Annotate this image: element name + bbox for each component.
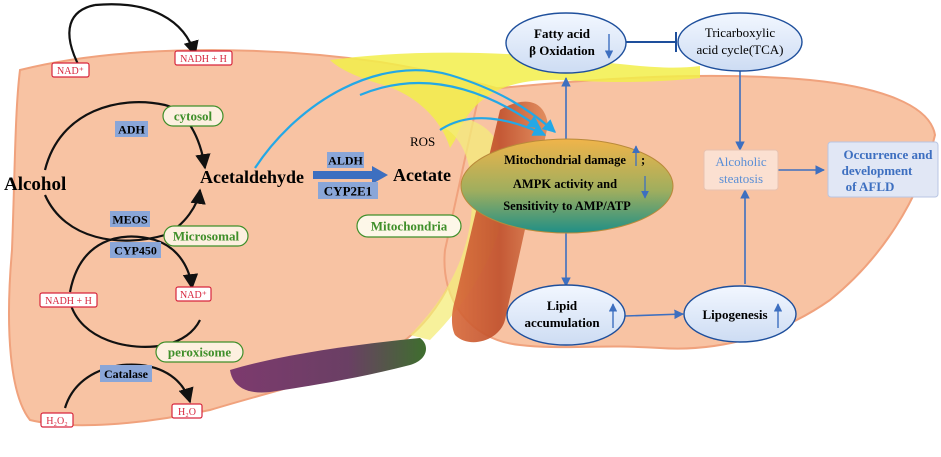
outcome-node: Occurrence and development of AFLD bbox=[827, 141, 939, 198]
alcohol-label: Alcohol bbox=[4, 174, 66, 195]
h2o2-box bbox=[40, 412, 74, 428]
fatty-acid-line2: β Oxidation bbox=[529, 43, 595, 58]
ros-label: ROS bbox=[410, 134, 435, 149]
cofactor-boxes: NAD⁺ NADH + H NADH + H NAD⁺ H₂O₂ H₂O bbox=[39, 50, 233, 428]
inhibition-connector bbox=[626, 32, 677, 52]
h2o2-text: H₂O₂ bbox=[46, 416, 67, 427]
nad-top-text: NAD⁺ bbox=[57, 66, 84, 77]
ros-curve-ros bbox=[439, 117, 547, 136]
lipogenesis-node: Lipogenesis bbox=[683, 285, 797, 343]
cofactor-curve-top-left bbox=[68, 3, 96, 69]
cofactor-curve-mid bbox=[68, 235, 199, 293]
peroxisome-pill bbox=[155, 341, 244, 363]
microsomal-text: Microsomal bbox=[173, 229, 240, 244]
outcome-line3: of AFLD bbox=[846, 179, 895, 194]
fatty-acid-line1: Fatty acid bbox=[534, 26, 591, 41]
cyp450-text: CYP450 bbox=[114, 244, 157, 258]
cytosol-text: cytosol bbox=[174, 109, 213, 124]
enzyme-boxes: ADH MEOS CYP450 Catalase ALDH CYP2E1 bbox=[100, 121, 378, 382]
outcome-line1: Occurrence and bbox=[844, 147, 934, 162]
mitochondria-text: Mitochondria bbox=[371, 219, 448, 234]
ros-curve-upper bbox=[359, 81, 542, 129]
tca-node: Tricarboxylic acid cycle(TCA) bbox=[677, 12, 803, 72]
nadh-mid-text: NADH + H bbox=[45, 296, 92, 307]
microsomal-pill bbox=[163, 225, 249, 247]
lipid-node: Lipid accumulation bbox=[506, 284, 626, 346]
adh-box bbox=[115, 121, 148, 137]
bile-yellow-band bbox=[330, 52, 700, 148]
aldh-box bbox=[327, 152, 364, 168]
nadh-mid-box bbox=[39, 292, 98, 308]
meos-text: MEOS bbox=[112, 213, 148, 227]
catalase-box bbox=[100, 365, 152, 382]
cofactor-curve-mid-low bbox=[68, 301, 201, 348]
steatosis-line2: steatosis bbox=[719, 171, 763, 186]
nad-mid-box bbox=[175, 286, 212, 302]
lipid-line1: Lipid bbox=[547, 298, 578, 313]
mito-line2: AMPK activity and bbox=[513, 177, 617, 191]
cyp2e1-text: CYP2E1 bbox=[324, 184, 372, 199]
ros-curves bbox=[254, 69, 556, 169]
metabolism-curves bbox=[43, 3, 211, 409]
cytosol-pill bbox=[162, 105, 224, 127]
mechanism-arrows bbox=[561, 70, 825, 320]
acetaldehyde-label: Acetaldehyde bbox=[200, 167, 304, 187]
peroxisome-text: peroxisome bbox=[168, 345, 232, 360]
mitochondria-pill bbox=[356, 214, 462, 238]
meos-box bbox=[110, 211, 150, 227]
cyp2e1-box bbox=[318, 182, 378, 199]
h2o-box bbox=[171, 403, 203, 419]
lipid-line2: accumulation bbox=[524, 315, 600, 330]
nadh-top-text: NADH + H bbox=[180, 54, 227, 65]
steatosis-line1: Alcoholic bbox=[715, 154, 766, 169]
acetate-label: Acetate bbox=[393, 165, 451, 185]
nad-mid-text: NAD⁺ bbox=[180, 290, 207, 301]
ros-curve-acetaldehyde bbox=[254, 69, 556, 169]
adh-upper-arc bbox=[43, 101, 211, 171]
h2o-text: H₂O bbox=[178, 407, 196, 418]
aldh-block-arrow bbox=[313, 166, 388, 184]
compartment-labels: cytosol Microsomal peroxisome Mitochondr… bbox=[155, 105, 462, 363]
cofactor-curve-top-right bbox=[94, 3, 199, 57]
lipogenesis-text: Lipogenesis bbox=[702, 307, 767, 322]
nad-top-box bbox=[51, 62, 90, 78]
steatosis-node: Alcoholic steatosis bbox=[703, 149, 779, 191]
aldh-text: ALDH bbox=[328, 154, 363, 168]
nadh-top-box bbox=[174, 50, 233, 66]
gallbladder bbox=[230, 338, 426, 393]
tca-line2: acid cycle(TCA) bbox=[697, 42, 784, 57]
mito-suffix: ; bbox=[641, 153, 645, 167]
fatty-acid-node: Fatty acid β Oxidation bbox=[505, 12, 627, 74]
lipid-to-lipogenesis-arrow bbox=[624, 309, 684, 320]
outcome-line2: development bbox=[842, 163, 913, 178]
cyp450-box bbox=[110, 242, 161, 258]
adh-text: ADH bbox=[118, 123, 145, 137]
mito-line3: Sensitivity to AMP/ATP bbox=[503, 199, 631, 213]
catalase-text: Catalase bbox=[104, 367, 149, 381]
catalase-arc bbox=[63, 363, 194, 409]
mito-damage-node: Mitochondrial damage ; AMPK activity and… bbox=[460, 138, 674, 234]
mito-line1: Mitochondrial damage bbox=[504, 153, 626, 167]
tca-line1: Tricarboxylic bbox=[705, 25, 776, 40]
